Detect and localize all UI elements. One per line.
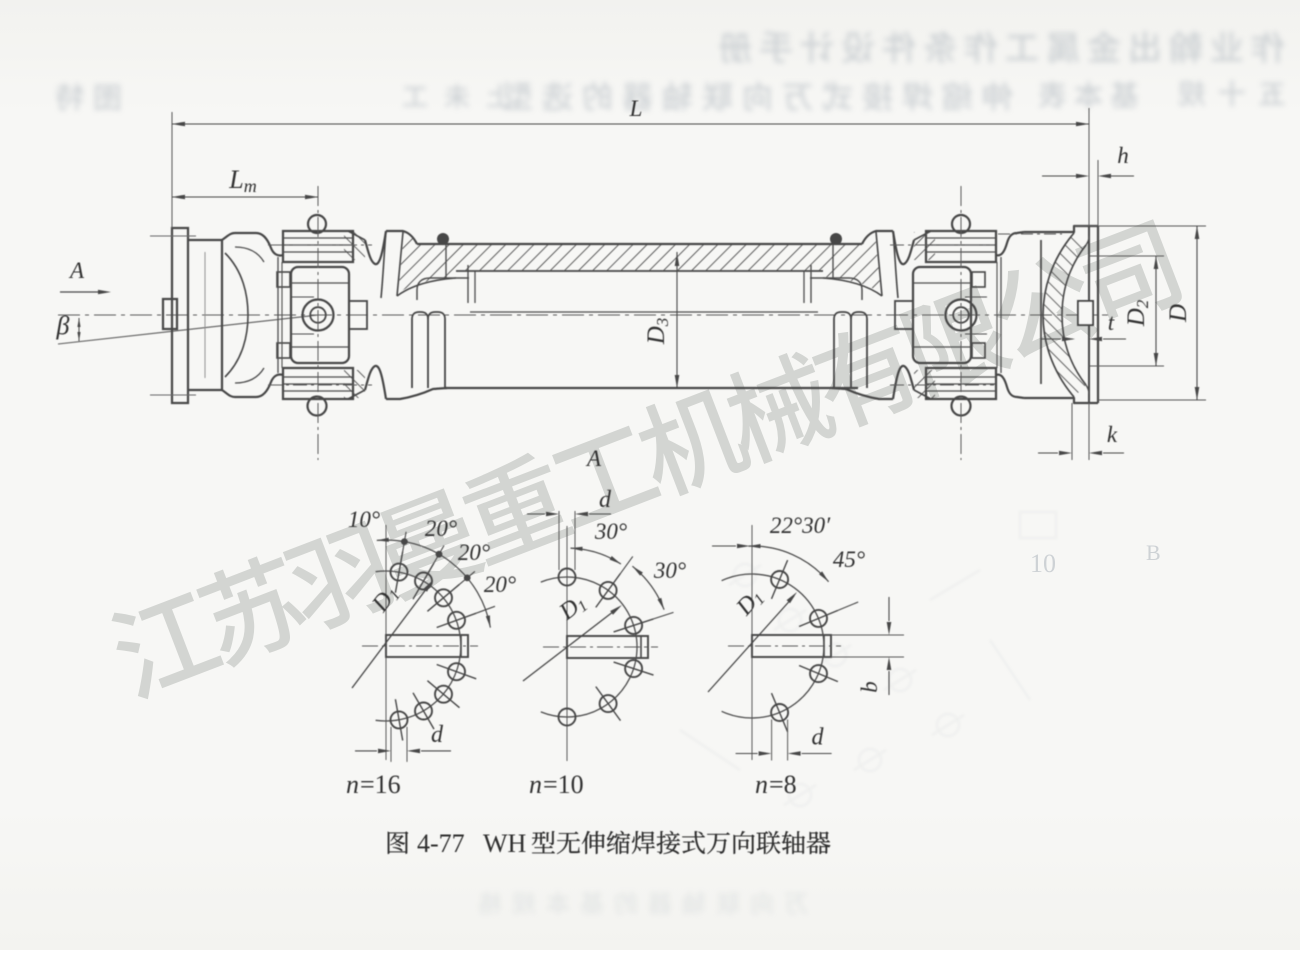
svg-text:A: A (585, 446, 602, 471)
svg-text:WH: WH (483, 829, 527, 858)
svg-text:n: n (529, 770, 542, 799)
svg-text:30°: 30° (594, 519, 627, 544)
svg-text:d: d (431, 722, 444, 748)
svg-text:20°: 20° (425, 516, 457, 541)
svg-text:30°: 30° (653, 558, 686, 583)
svg-text:B: B (1146, 540, 1161, 565)
svg-text:=10: =10 (543, 770, 584, 799)
svg-text:45°: 45° (833, 547, 865, 572)
svg-text:10°: 10° (348, 507, 380, 532)
svg-text:A: A (68, 258, 85, 283)
svg-text:β: β (56, 311, 70, 340)
svg-text:20°: 20° (458, 540, 490, 565)
svg-text:Lm: Lm (228, 165, 256, 196)
svg-text:n: n (346, 770, 359, 799)
svg-text:=16: =16 (360, 770, 401, 799)
svg-text:L: L (629, 96, 643, 121)
svg-text:k: k (1107, 422, 1118, 447)
svg-text:h: h (1117, 143, 1129, 168)
svg-text:b: b (857, 681, 882, 693)
svg-text:n: n (755, 770, 768, 799)
svg-text:=8: =8 (769, 770, 797, 799)
svg-text:20°: 20° (484, 572, 516, 597)
svg-text:d: d (599, 487, 612, 513)
svg-text:D: D (1165, 304, 1192, 323)
svg-text:4-77: 4-77 (417, 829, 465, 858)
svg-text:22°30′: 22°30′ (770, 513, 831, 538)
svg-text:10: 10 (1030, 549, 1056, 578)
svg-text:t: t (1108, 310, 1115, 335)
svg-text:d: d (812, 725, 825, 751)
